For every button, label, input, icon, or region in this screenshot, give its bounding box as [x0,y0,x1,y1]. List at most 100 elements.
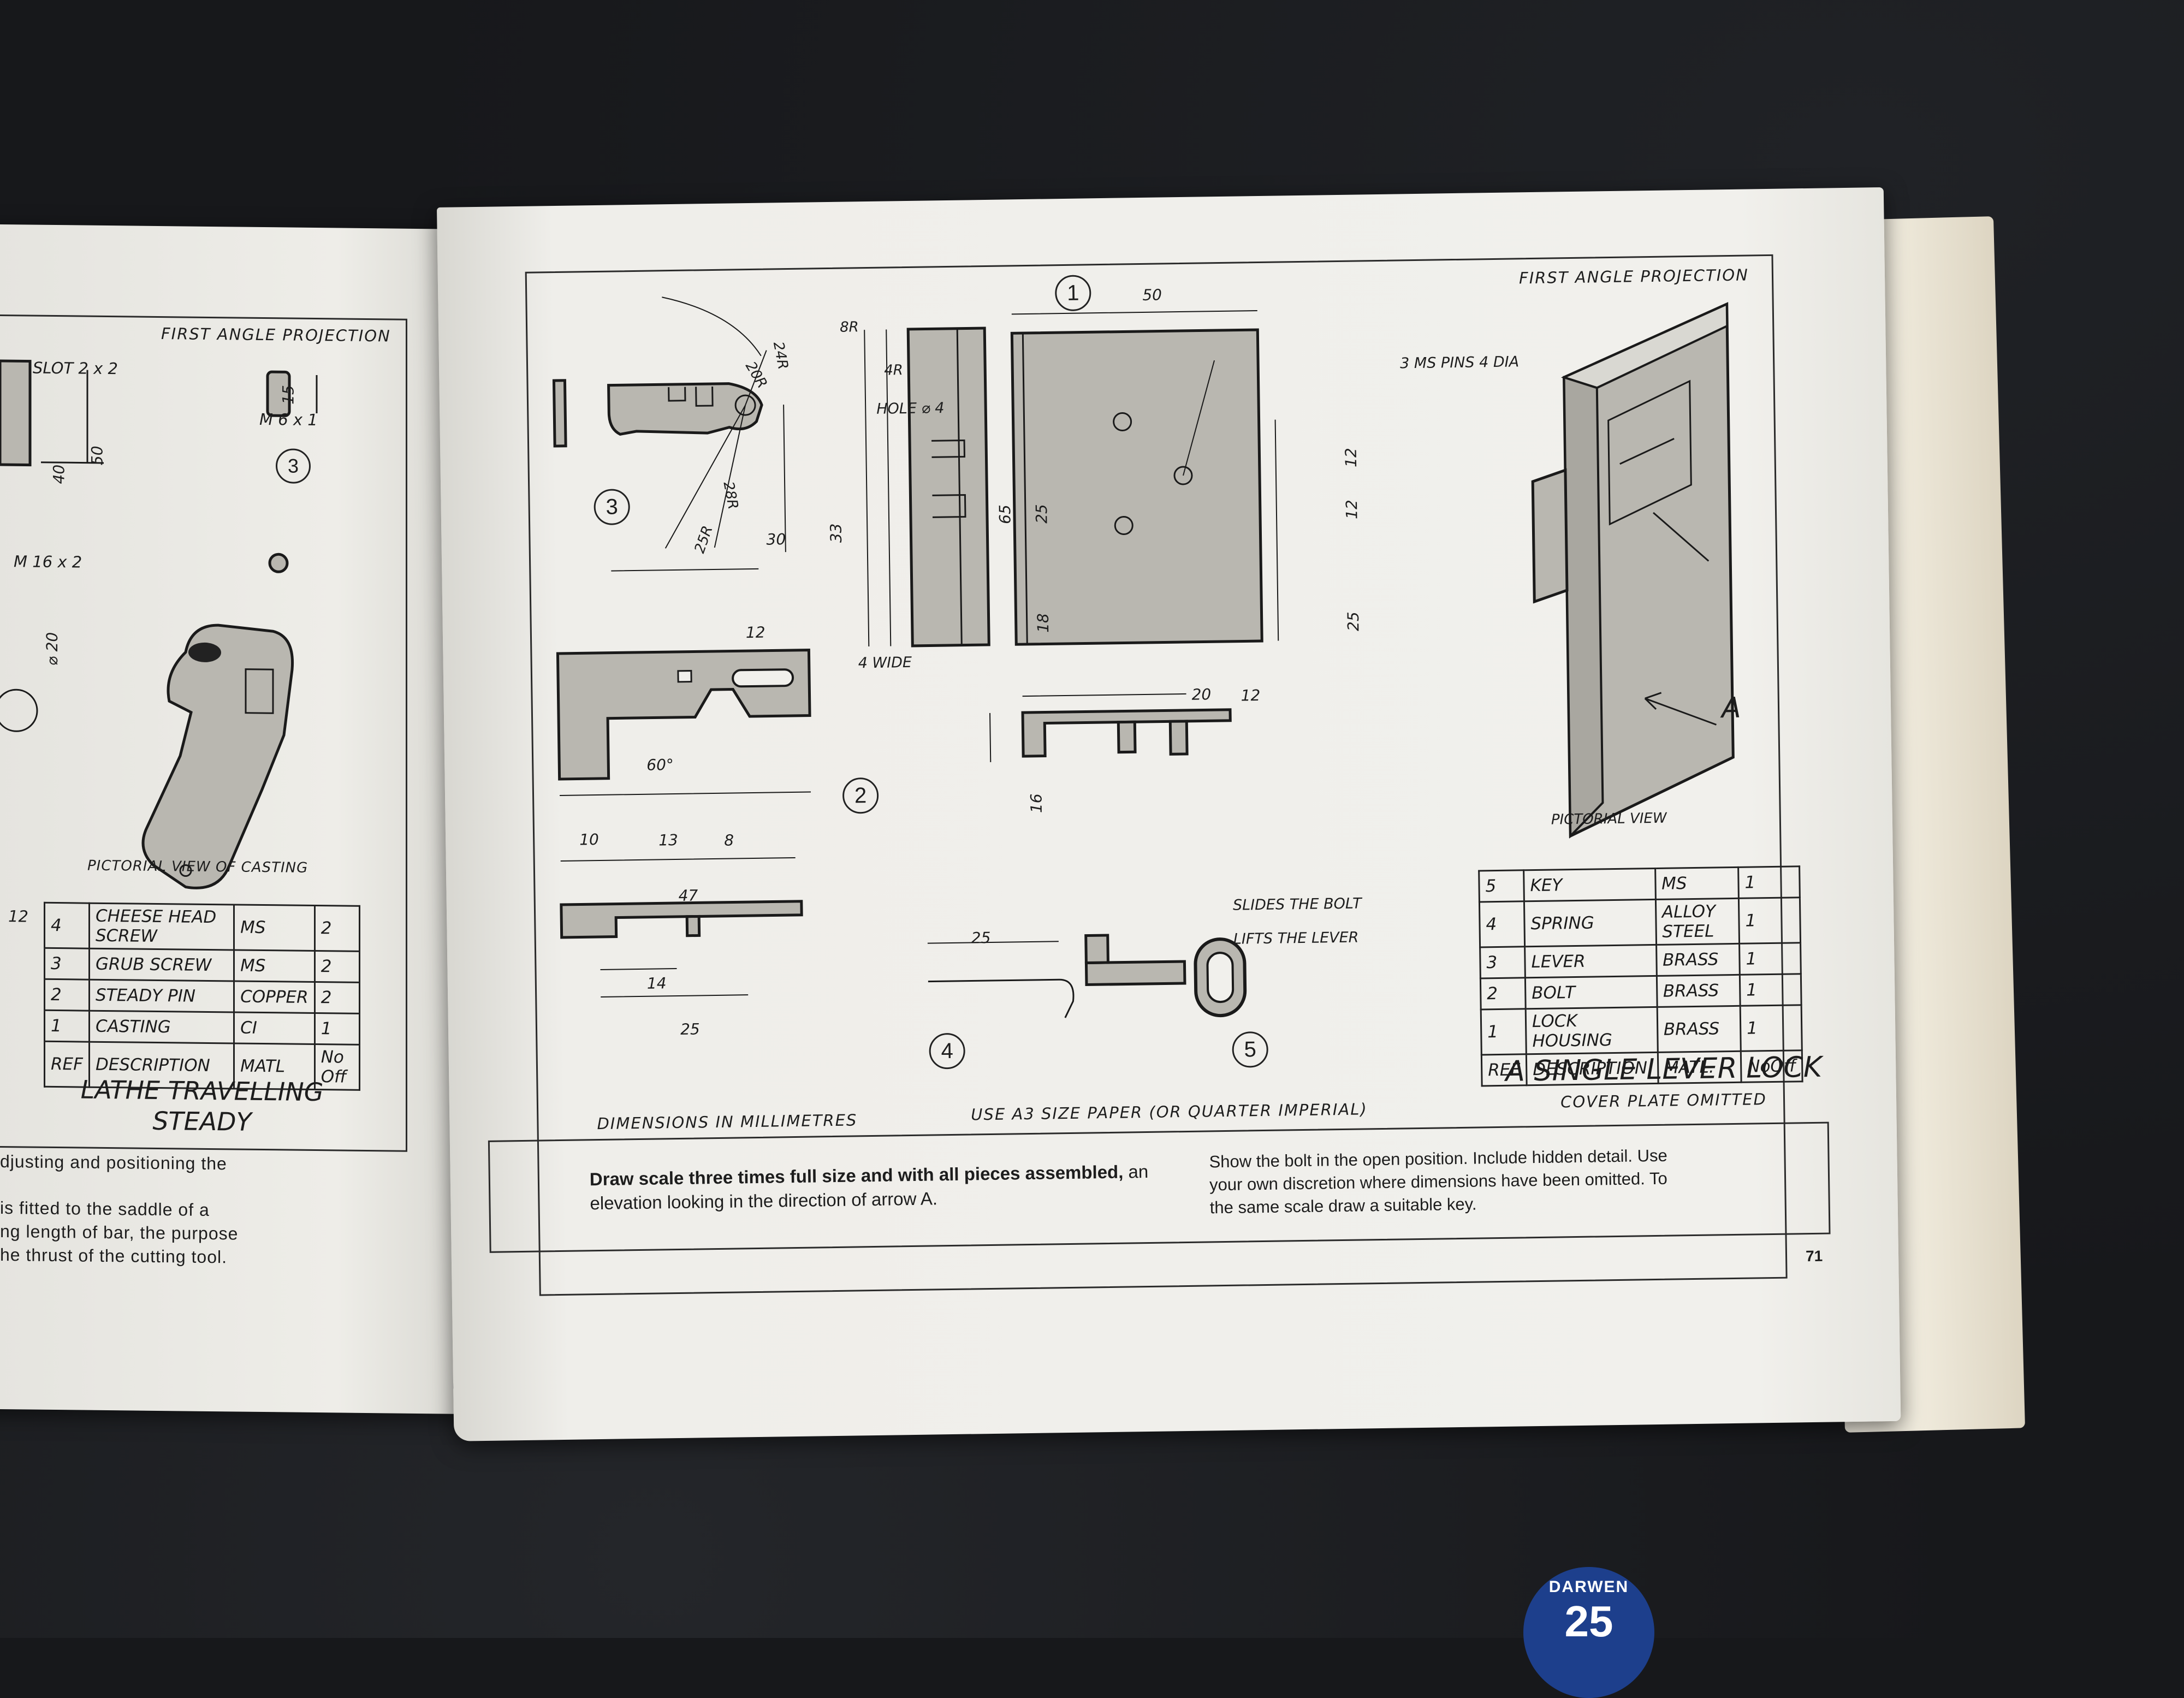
dim-pins-12: 12 [1241,686,1261,705]
badge-text: DARWEN [1548,1578,1629,1596]
radius-4r: 4R [884,362,904,379]
radius-8r: 8R [839,319,859,336]
lever-notches [668,386,714,407]
ref-cell: 1 [44,1010,90,1042]
wide-label: 4 WIDE [858,654,912,672]
badge-number: 25 [1564,1597,1613,1646]
description-cell: SPRING [1524,899,1657,947]
casting-bore [188,642,221,662]
pin-hole-3 [1114,515,1133,535]
left-part-number-text: 3 [287,454,299,477]
casting-pocket [245,668,274,714]
qty-cell: 1 [1738,897,1801,944]
grub-screw [266,370,291,417]
dim-50: 50 [88,446,106,466]
material-cell: BRASS [1657,1006,1741,1053]
left-drawings [0,359,318,889]
key-bit [1084,934,1109,965]
slides-label: SLIDES THE BOLT [1232,895,1362,914]
key-bow-hole [1206,952,1235,1004]
page-number: 71 [1805,1247,1823,1265]
housing-front [1010,328,1263,646]
dim-bolt-13: 13 [658,830,679,850]
material-cell: ALLOY STEEL [1655,898,1740,945]
table-row: 4 SPRING ALLOY STEEL 1 [1479,897,1801,947]
dim-pins-20: 20 [1191,685,1212,704]
pin-hole-2 [1173,466,1193,485]
qty-cell: 2 [314,905,360,952]
left-body-line-3: ng length of bar, the purpose [0,1221,239,1244]
qty-cell: 2 [314,982,360,1014]
pins-label: 3 MS PINS 4 DIA [1399,353,1520,372]
dimensions-note: DIMENSIONS IN MILLIMETRES [597,1111,858,1133]
spring-dim [927,941,1059,944]
angle-label: 60° [646,756,674,774]
ref-cell: 2 [44,979,90,1011]
pins-dims [989,693,1186,762]
ref-cell: 5 [1479,870,1524,902]
ref-cell: 4 [44,903,90,949]
hole-label: HOLE ⌀ 4 [876,400,945,418]
dia20-label: ⌀ 20 [43,632,62,666]
lever-dim-lines [611,296,786,572]
ref-cell: 3 [1480,946,1526,978]
table-row: 1 CASTING CI 1 [44,1010,360,1045]
left-body-line-2: is fitted to the saddle of a [0,1197,210,1220]
m16-label: M 16 x 2 [14,552,82,572]
table-row: 3 LEVER BRASS 1 [1480,942,1801,978]
table-row: 3 GRUB SCREW MS 2 [44,948,360,983]
ref-cell: 3 [44,948,90,980]
dim-12: 12 [8,907,28,926]
darwen-badge: DARWEN 25 [1523,1567,1654,1698]
dim-bolt-14: 14 [646,974,667,993]
lever-shape [607,382,763,436]
qty-cell: 1 [1740,973,1802,1006]
pin-hole-1 [1113,412,1132,432]
qty-cell: 1 [1739,942,1801,975]
description-cell: KEY [1523,868,1656,901]
dim-bolt-8: 8 [724,831,734,850]
description-cell: CHEESE HEAD SCREW [89,903,234,950]
left-body-line-1: djusting and positioning the [0,1151,227,1174]
part-number-2-text: 2 [854,783,867,808]
dim-lever-30: 30 [766,530,786,549]
dim-housing-25: 25 [1032,504,1051,524]
ref-cell: 2 [1480,977,1526,1010]
right-title: A SINGLE LEVER LOCK [1505,1050,1823,1088]
lock-pictorial-edge [1563,376,1604,839]
part-number-1-text: 1 [1066,281,1079,305]
casting-pictorial [141,624,294,889]
part-number-5-text: 5 [1244,1037,1257,1062]
bolt-elevation [560,900,803,939]
pin-a [1117,720,1137,754]
dim-40: 40 [50,464,68,484]
table-row: 1 LOCK HOUSING BRASS 1 [1481,1005,1802,1055]
bolt-pin-hole [677,670,692,683]
arrow-a [1644,692,1717,726]
description-cell: LOCK HOUSING [1526,1007,1658,1054]
dim-bolt-25: 25 [680,1020,700,1038]
lock-bolt-pictorial [1531,468,1569,604]
table-row: 2 STEADY PIN COPPER 2 [44,979,360,1014]
instructions-left: Draw scale three times full size and wit… [590,1160,1164,1216]
pin-b [1168,720,1189,756]
housing-front-dims [1011,310,1279,641]
casting-hole [179,864,192,877]
housing-rim [1022,333,1028,645]
bolt-stud [685,915,701,937]
qty-cell: 1 [1738,866,1800,899]
ref-cell: 4 [1479,901,1525,947]
dim-bolt-10: 10 [579,830,600,849]
bore-circle [0,688,38,732]
housing-side [906,326,990,648]
housing-side-details [931,328,966,645]
dim-housing-25b: 25 [1344,611,1363,632]
casting-section [0,359,32,467]
instructions-right-3: the same scale draw a suitable key. [1209,1194,1477,1218]
material-cell: BRASS [1656,943,1740,976]
qty-cell: 2 [314,951,360,983]
bolt-dim-lines [560,791,811,998]
table-row: 5 KEY MS 1 [1479,866,1800,902]
casting-dims [41,370,104,464]
left-parts-table: 4 CHEESE HEAD SCREW MS 2 3 GRUB SCREW MS… [44,902,360,1091]
